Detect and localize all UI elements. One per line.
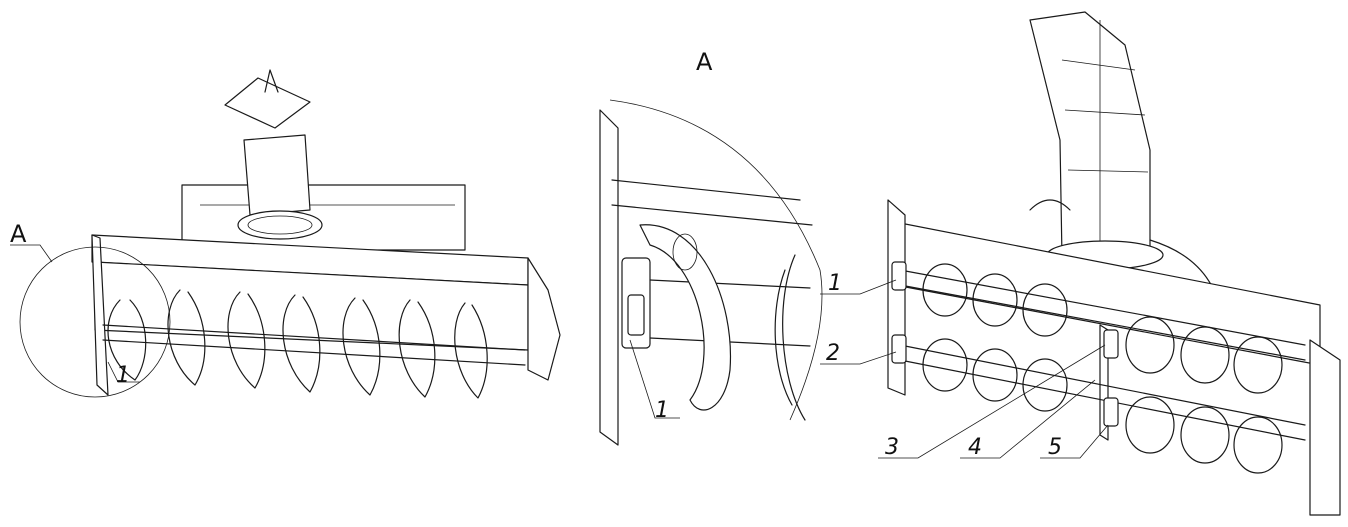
right-callout-1: 1 [828,271,842,296]
left-view-snowblower [10,69,561,399]
right-callout-3: 3 [885,435,899,460]
left-callout-1: 1 [116,363,130,388]
right-callout-5: 5 [1048,435,1062,460]
left-view-tag: A [10,220,27,248]
detail-callout-1: 1 [655,398,669,423]
right-callout-4: 4 [968,435,982,460]
right-view-snowblower [820,11,1341,516]
detail-view-a [599,99,823,446]
detail-view-title: A [696,48,713,76]
right-callout-2: 2 [826,341,840,366]
